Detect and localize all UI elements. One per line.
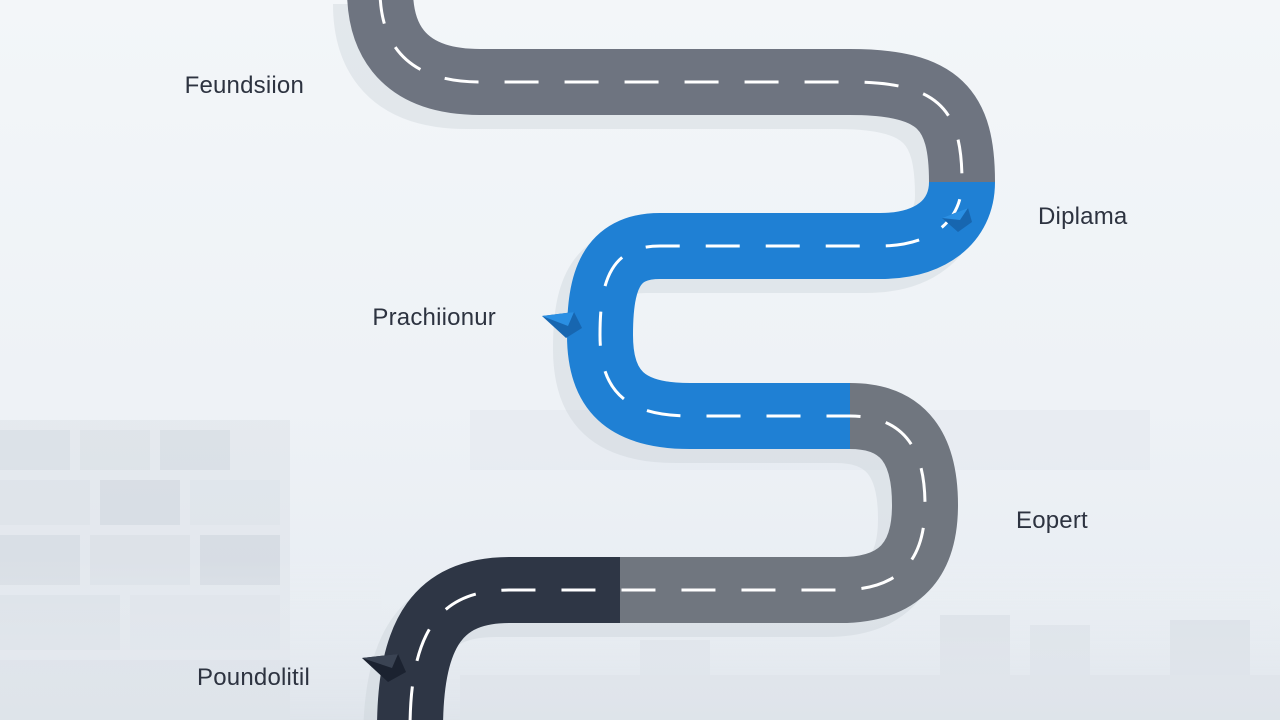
- road-segment-foundation: [347, 0, 995, 183]
- milestone-title: Eopert: [1016, 507, 1088, 534]
- location-pin-icon: [362, 654, 406, 682]
- road-center-dashes: [378, 0, 964, 720]
- milestone-diploma: Diplama: [1038, 203, 1238, 237]
- milestone-practitioner: Prachiionur: [300, 304, 496, 338]
- milestone-final: Poundolitil: [110, 664, 310, 698]
- milestone-foundation: Feundsiion: [110, 72, 304, 106]
- milestone-title: Feundsiion: [184, 72, 304, 99]
- milestone-expert: Eopert: [1016, 507, 1216, 541]
- location-pin-icon: [542, 312, 582, 338]
- milestone-title: Prachiionur: [372, 304, 496, 331]
- milestone-title: Poundolitil: [197, 664, 310, 691]
- location-pin-icon: [942, 208, 972, 232]
- milestone-title: Diplama: [1038, 203, 1128, 230]
- road-segment-practitioner: [566, 179, 995, 449]
